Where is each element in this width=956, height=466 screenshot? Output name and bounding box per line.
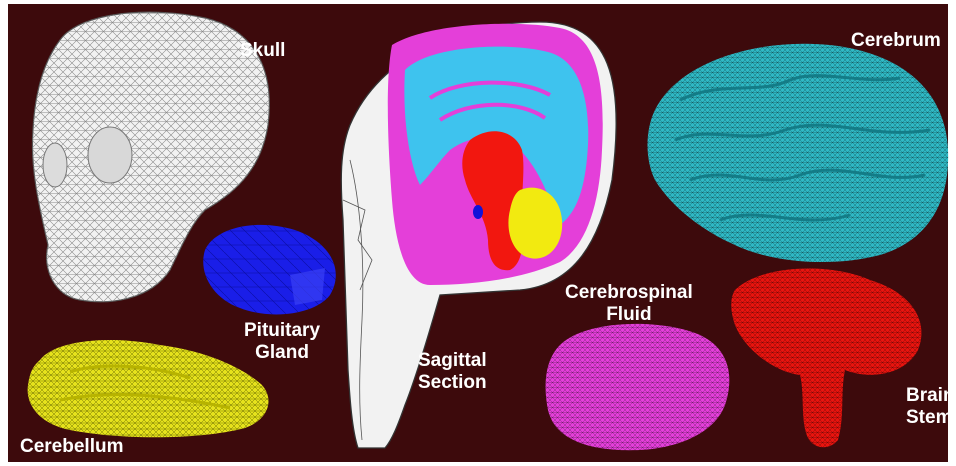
skull-label: Skull: [240, 40, 285, 62]
pituitary-label-line-2: Gland: [244, 342, 320, 364]
brain-stem-label: Brain Stem: [906, 385, 955, 429]
cerebrospinal-fluid-label: Cerebrospinal Fluid: [565, 282, 693, 326]
sagittal-section-label: Sagittal Section: [418, 350, 487, 394]
cerebrum-label: Cerebrum: [851, 30, 941, 52]
csf-label-line-1: Cerebrospinal: [565, 282, 693, 304]
sagittal-label-line-2: Section: [418, 372, 487, 394]
brainstem-label-line-2: Stem: [906, 407, 955, 429]
cerebellum-label: Cerebellum: [20, 436, 123, 458]
cerebrospinal-fluid-mesh: [546, 324, 730, 450]
csf-label-line-2: Fluid: [565, 304, 693, 326]
sagittal-label-line-1: Sagittal: [418, 350, 487, 372]
pituitary-gland-label: Pituitary Gland: [244, 320, 320, 364]
pituitary-label-line-1: Pituitary: [244, 320, 320, 342]
brainstem-label-line-1: Brain: [906, 385, 955, 407]
